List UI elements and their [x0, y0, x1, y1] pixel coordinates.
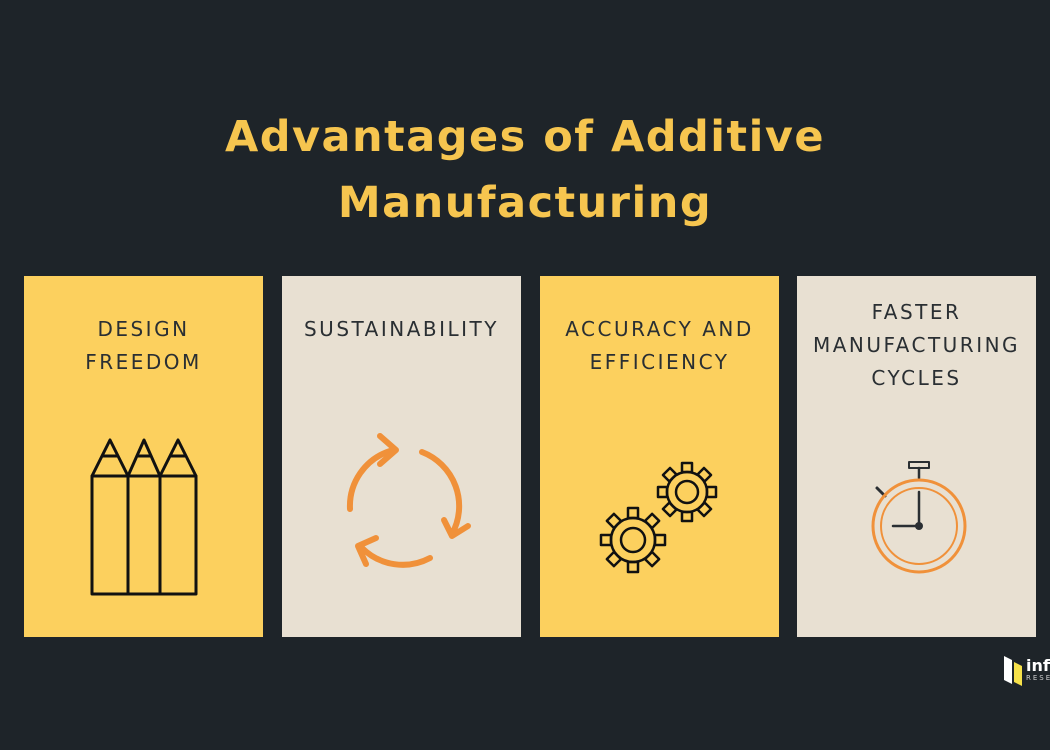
- card-sustainability: SUSTAINABILITY: [282, 276, 521, 637]
- recycle-arrows-icon: [346, 433, 471, 568]
- logo-word: infin: [1026, 656, 1050, 675]
- title-line-1: Advantages of Additive: [224, 112, 826, 162]
- card-faster-cycles: FASTER MANUFACTURING CYCLES: [797, 276, 1036, 637]
- card-label: SUSTAINABILITY: [303, 317, 499, 341]
- card-label: DESIGN FREEDOM: [85, 317, 202, 374]
- brand-logo: infin RESEARCH: [1000, 650, 1050, 690]
- page-title: Advantages of Additive Manufacturing: [0, 104, 1050, 236]
- card-design-freedom: DESIGN FREEDOM: [24, 276, 263, 637]
- stopwatch-icon: [871, 461, 967, 574]
- logo-mark-icon: [1004, 656, 1022, 686]
- title-line-2: Manufacturing: [337, 178, 713, 228]
- card-label: FASTER MANUFACTURING CYCLES: [812, 300, 1021, 390]
- card-label: ACCURACY AND EFFICIENCY: [565, 317, 754, 374]
- gears-icon: [599, 461, 718, 574]
- card-accuracy-efficiency: ACCURACY AND EFFICIENCY: [540, 276, 779, 637]
- pencils-icon: [90, 438, 198, 596]
- logo-sub: RESEARCH: [1026, 674, 1050, 682]
